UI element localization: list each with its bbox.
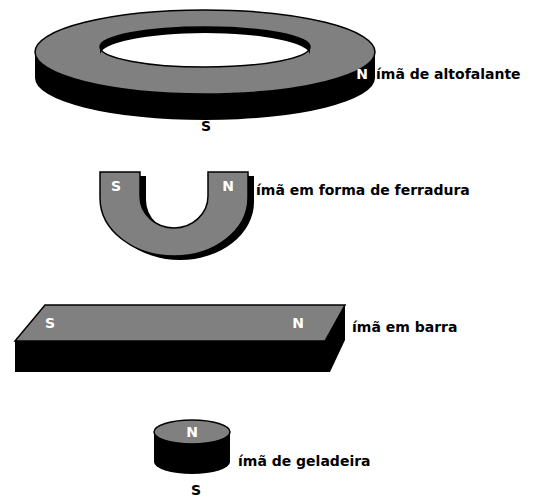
pole-letter: N	[186, 425, 198, 439]
magnet-caption: ímã em barra	[352, 320, 457, 334]
pole-letter: S	[191, 483, 201, 497]
pole-letter: N	[356, 67, 368, 81]
pole-letter: S	[45, 316, 55, 330]
ring-magnet	[35, 10, 375, 120]
magnet-caption: ímã em forma de ferradura	[256, 183, 470, 197]
pole-letter: S	[201, 119, 211, 133]
pole-letter: N	[292, 316, 304, 330]
pole-letter: S	[111, 179, 121, 193]
magnet-caption: ímã de geladeira	[238, 454, 371, 468]
bar-magnet	[15, 305, 345, 372]
horseshoe-magnet	[100, 172, 254, 260]
magnet-caption: ímã de altofalante	[376, 67, 521, 81]
fridge-magnet	[154, 420, 230, 474]
pole-letter: N	[222, 179, 234, 193]
